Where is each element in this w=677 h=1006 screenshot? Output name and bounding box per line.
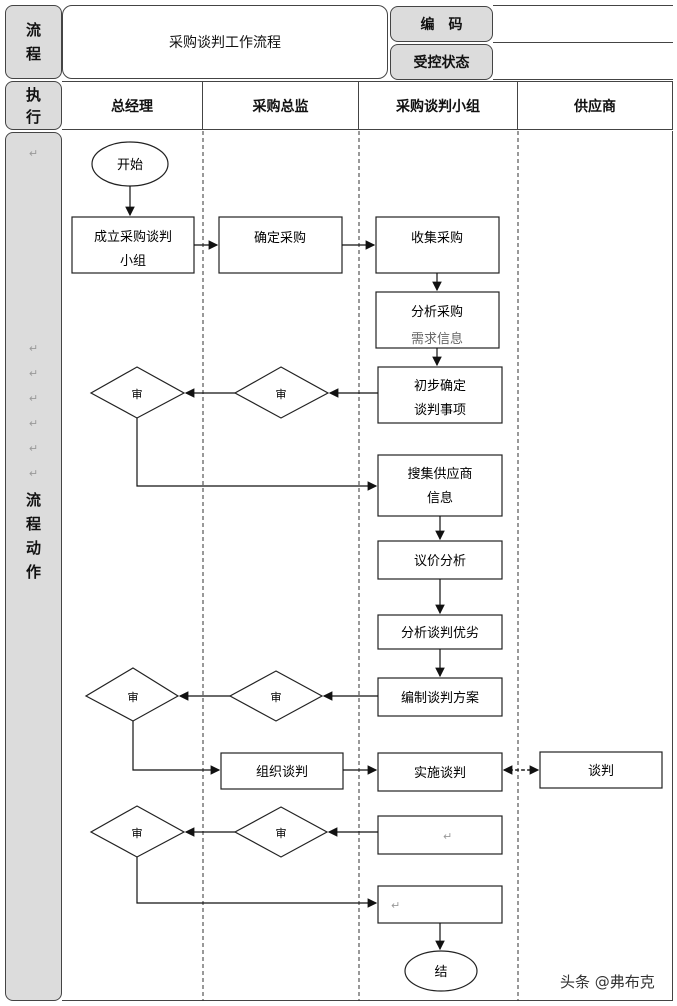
decision-3-director: [233, 806, 329, 858]
code-label: 编 码: [420, 17, 463, 33]
role-supplier: 供应商: [518, 81, 673, 130]
plan-label: 编制谈判方案: [401, 690, 479, 706]
price-box: [377, 540, 503, 580]
supplier-label: 谈判: [588, 764, 614, 779]
arrow-d1gm-to-search: [136, 418, 378, 491]
header-left-label-cell: 流程: [5, 5, 62, 79]
pros-box: [377, 614, 503, 650]
role-director: 采购总监: [203, 81, 359, 130]
decision-2-director-label: 审: [271, 690, 282, 704]
supplier-box: [539, 751, 663, 789]
code-value-cell: [493, 5, 673, 43]
plan-box: [377, 677, 503, 717]
search-label-2: 信息: [427, 490, 453, 506]
title-cell: 采购谈判工作流程: [62, 5, 388, 79]
search-label-1: 搜集供应商: [407, 466, 472, 482]
organize-label: 组织谈判: [256, 765, 308, 780]
role-director-label: 采购总监: [252, 98, 309, 115]
role-supplier-label: 供应商: [574, 98, 616, 115]
form-group-label-1: 成立采购谈判: [94, 229, 172, 245]
status-value-cell: [493, 43, 673, 80]
form-group-label-2: 小组: [120, 254, 146, 269]
decision-3-director-label: 审: [276, 826, 287, 840]
code-label-cell: 编 码: [390, 6, 493, 42]
decision-3-gm-label: 审: [132, 826, 143, 840]
start-node-label: 开始: [117, 158, 143, 173]
decision-1-director-label: 审: [276, 387, 287, 401]
side-mark: ↵: [28, 147, 39, 160]
pros-label: 分析谈判优劣: [401, 626, 479, 641]
price-label: 议价分析: [414, 554, 466, 569]
analyze-label-2: 需求信息: [411, 331, 463, 347]
side-marks: ↵↵↵↵↵↵: [28, 342, 39, 480]
swimlane-area: [62, 131, 673, 1001]
prelim-label-1: 初步确定: [414, 379, 466, 394]
status-label: 受控状态: [413, 55, 470, 71]
decision-2-director: [228, 670, 324, 722]
confirm-label: 确定采购: [254, 230, 306, 246]
implement-label: 实施谈判: [414, 766, 466, 781]
search-box: [377, 454, 503, 517]
decision-1-director: [233, 366, 330, 419]
role-team: 采购谈判小组: [359, 81, 518, 130]
box-a-mark: ↵: [443, 830, 452, 843]
arrow-d3gm-to-boxb: [136, 857, 378, 908]
side-label-cell: ↵ ↵↵↵↵↵↵ 流程动作: [5, 132, 62, 1001]
header-left-label: 流程: [25, 21, 41, 63]
analyze-box: [375, 291, 500, 349]
decision-1-gm-label: 审: [132, 387, 143, 401]
side-label: 流程动作: [25, 491, 41, 581]
row-label-cell: 执行: [5, 81, 62, 130]
organize-box: [220, 752, 344, 790]
watermark: 头条 @弗布克: [560, 973, 655, 991]
box-a: [377, 815, 503, 855]
box-b-mark: ↵: [391, 899, 400, 912]
prelim-box: [377, 366, 503, 424]
role-team-label: 采购谈判小组: [396, 98, 480, 115]
implement-box: [377, 752, 503, 792]
decision-2-gm-label: 审: [128, 690, 139, 704]
page-title: 采购谈判工作流程: [169, 35, 281, 51]
role-gm-label: 总经理: [111, 98, 153, 115]
status-label-cell: 受控状态: [390, 44, 493, 80]
row-label: 执行: [25, 86, 41, 126]
collect-label: 收集采购: [411, 230, 463, 246]
arrow-d2gm-to-organize: [132, 721, 221, 775]
box-b: [377, 885, 503, 924]
end-node: [404, 950, 478, 992]
end-node-label: 结: [434, 965, 447, 980]
analyze-label-1: 分析采购: [411, 304, 463, 320]
form-group-box: [71, 216, 195, 274]
confirm-box: [218, 216, 343, 274]
role-gm: 总经理: [62, 81, 203, 130]
prelim-label-2: 谈判事项: [414, 403, 466, 418]
